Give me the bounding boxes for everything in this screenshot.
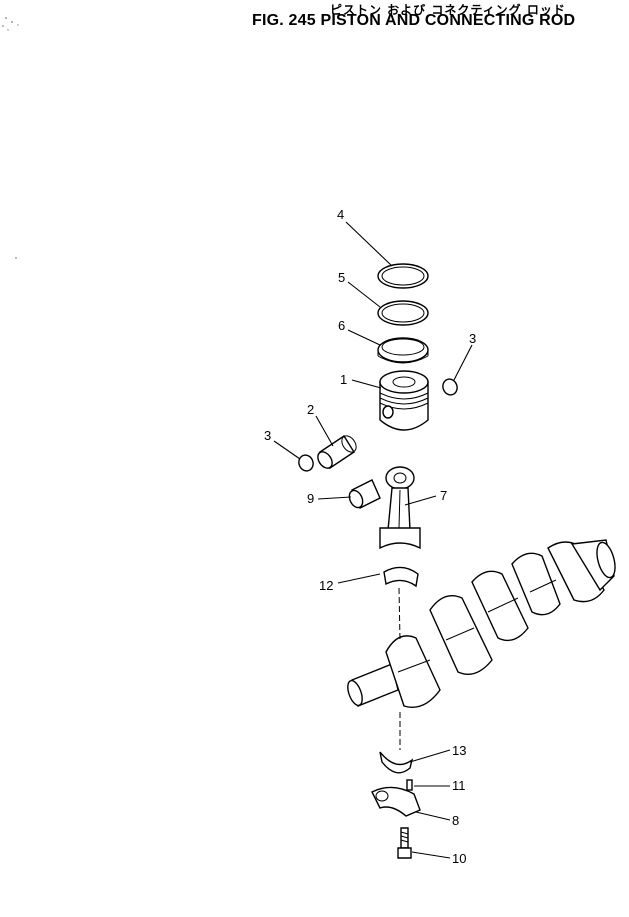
snap-ring-right [442,378,458,396]
callout-10: 10 [452,851,466,866]
bearing-shell-upper [383,566,419,588]
callout-12: 12 [319,578,333,593]
callout-2: 2 [307,402,314,417]
callout-7: 7 [440,488,447,503]
leader-lines [273,221,473,859]
callout-4: 4 [337,207,344,222]
scan-specks [2,17,19,259]
callout-labels: 4 5 6 3 1 2 3 9 7 12 13 11 8 10 [264,207,476,866]
connecting-rod [379,466,421,550]
snap-ring-left [298,454,314,472]
connecting-rod-cap [371,786,421,817]
bearing-shell-lower [379,751,414,774]
callout-13: 13 [452,743,466,758]
connecting-rod-bolt [397,827,412,859]
piston-oil-ring [377,337,429,364]
assembly-centerlines [398,587,401,750]
callout-6: 6 [338,318,345,333]
piston-ring-second [377,300,429,326]
callout-3-right: 3 [469,331,476,346]
callout-3-left: 3 [264,428,271,443]
callout-8: 8 [452,813,459,828]
piston-ring-top [377,263,429,289]
callout-1: 1 [340,372,347,387]
crankshaft [347,539,616,708]
callout-9: 9 [307,491,314,506]
callout-11: 11 [452,778,466,793]
figure-title: FIG. 245 PISTON AND CONNECTING ROD [252,12,576,29]
dowel-pin [406,779,413,791]
connecting-rod-bushing [348,479,381,509]
piston [379,370,429,431]
figure-title-japanese: ピストン および コネクティング ロッド [330,3,566,17]
callout-5: 5 [338,270,345,285]
piston-pin [317,435,357,469]
